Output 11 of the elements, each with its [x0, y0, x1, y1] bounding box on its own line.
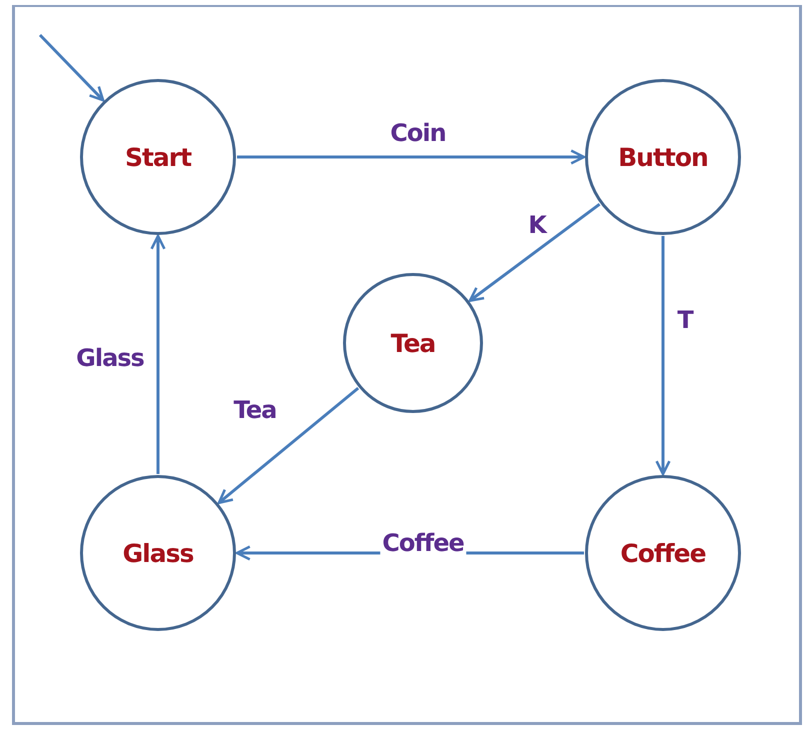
arrow: [237, 149, 586, 165]
arrow: [655, 236, 671, 476]
state-name: Glass: [122, 538, 194, 568]
arrow: [218, 386, 360, 504]
state-name: Tea: [390, 328, 436, 358]
state-name: Coffee: [620, 538, 706, 568]
state-name: Start: [124, 142, 192, 172]
arrow: [38, 34, 104, 102]
state-name: Button: [618, 142, 708, 172]
arrow: [150, 234, 166, 474]
arrow: [468, 202, 601, 302]
